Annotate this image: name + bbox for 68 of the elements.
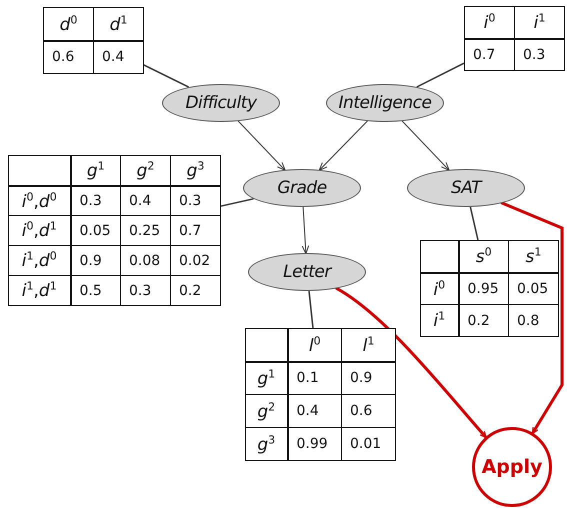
variable-node: Grade <box>243 169 361 207</box>
probability-value: 0.6 <box>44 40 94 74</box>
variable-label: i$^{0}$,d$^{0}$ <box>8 186 70 216</box>
probability-value: 0.7 <box>464 38 514 70</box>
variable-label: s$^{0}$ <box>458 240 508 272</box>
variable-node: Intelligence <box>326 84 444 122</box>
variable-label: i$^{1}$ <box>514 6 564 38</box>
probability-value: 0.3 <box>70 186 120 216</box>
probability-table <box>464 6 565 71</box>
probability-value: 0.25 <box>120 216 170 246</box>
callout-line <box>142 64 190 88</box>
arrow <box>238 120 286 171</box>
probability-value: 0.4 <box>120 186 170 216</box>
variable-label: d$^{0}$ <box>44 8 94 40</box>
callout-line <box>308 290 314 328</box>
arrow <box>302 206 310 254</box>
probability-value: 0.6 <box>342 394 396 428</box>
probability-value: 0.3 <box>120 276 170 306</box>
probability-value: 0.02 <box>170 246 220 276</box>
callout-line <box>416 62 464 88</box>
arrow <box>335 286 488 438</box>
arrow <box>318 120 368 171</box>
variable-label: i$^{1}$,d$^{0}$ <box>8 246 70 276</box>
probability-value: 0.7 <box>170 216 220 246</box>
variable-label: g$^{2}$ <box>120 156 170 186</box>
probability-value: 0.9 <box>70 246 120 276</box>
variable-label: i$^{1}$ <box>420 304 458 336</box>
probability-table <box>43 7 144 74</box>
probability-value: 0.1 <box>288 362 342 394</box>
variable-label: i$^{1}$,d$^{1}$ <box>8 276 70 306</box>
probability-value: 0.4 <box>288 394 342 428</box>
probability-value: 0.05 <box>70 216 120 246</box>
probability-value: 0.99 <box>288 428 342 460</box>
variable-label: g$^{3}$ <box>246 428 288 460</box>
variable-label: s$^{1}$ <box>508 240 558 272</box>
variable-label: l$^{0}$ <box>288 328 342 362</box>
callout-line <box>470 206 479 240</box>
variable-node: Difficulty <box>162 84 280 122</box>
probability-value: 0.5 <box>70 276 120 306</box>
probability-value: 0.8 <box>508 304 558 336</box>
probability-value: 0.3 <box>514 38 564 70</box>
variable-label: g$^{2}$ <box>246 394 288 428</box>
probability-table <box>245 328 396 461</box>
probability-value: 0.95 <box>458 272 508 304</box>
probability-value: 0.05 <box>508 272 558 304</box>
variable-node: Letter <box>248 253 366 291</box>
variable-label: i$^{0}$ <box>420 272 458 304</box>
variable-node: SAT <box>407 169 525 207</box>
probability-value: 0.2 <box>458 304 508 336</box>
variable-label: g$^{1}$ <box>246 362 288 394</box>
variable-label: i$^{0}$ <box>464 6 514 38</box>
circled-node: Apply <box>472 427 552 507</box>
variable-label: d$^{1}$ <box>94 8 144 40</box>
variable-label: g$^{1}$ <box>70 156 120 186</box>
variable-label: i$^{0}$,d$^{1}$ <box>8 216 70 246</box>
variable-label: l$^{1}$ <box>342 328 396 362</box>
probability-table <box>8 155 221 306</box>
probability-value: 0.2 <box>170 276 220 306</box>
probability-value: 0.9 <box>342 362 396 394</box>
probability-table <box>420 240 559 337</box>
probability-value: 0.01 <box>342 428 396 460</box>
variable-label: g$^{3}$ <box>170 156 220 186</box>
arrow <box>402 120 450 171</box>
callout-line <box>220 198 254 208</box>
arrow <box>500 202 564 434</box>
probability-value: 0.3 <box>170 186 220 216</box>
probability-value: 0.08 <box>120 246 170 276</box>
probability-value: 0.4 <box>94 40 144 74</box>
